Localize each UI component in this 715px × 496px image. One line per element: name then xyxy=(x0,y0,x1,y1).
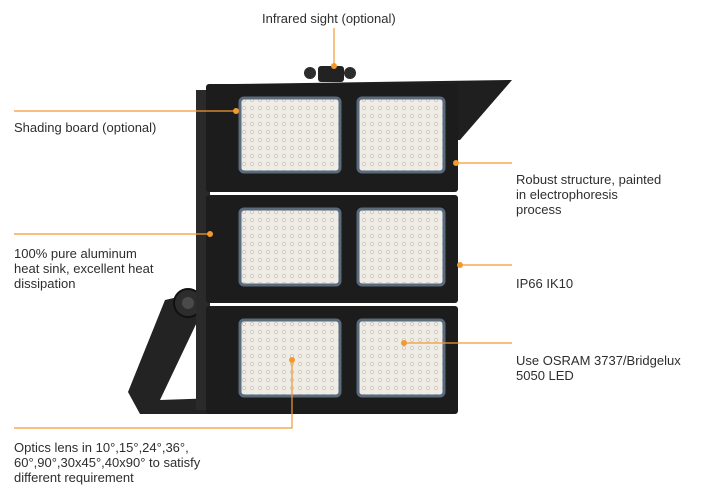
led-modules xyxy=(238,96,446,398)
callout-infrared-sight: Infrared sight (optional) xyxy=(262,11,396,26)
callout-heat-sink: 100% pure aluminum heat sink, excellent … xyxy=(14,246,154,291)
infrared-sight xyxy=(304,66,356,82)
callout-optics-lens: Optics lens in 10°,15°,24°,36°, 60°,90°,… xyxy=(14,440,201,485)
callout-shading-board: Shading board (optional) xyxy=(14,120,157,135)
callout-robust-structure: Robust structure, painted in electrophor… xyxy=(516,172,662,217)
mounting-bracket xyxy=(128,288,218,414)
callout-led-source: Use OSRAM 3737/Bridgelux 5050 LED xyxy=(516,353,681,383)
callout-ip-rating: IP66 IK10 xyxy=(516,276,574,291)
callout-dots xyxy=(207,63,463,363)
callout-lines xyxy=(14,28,512,429)
